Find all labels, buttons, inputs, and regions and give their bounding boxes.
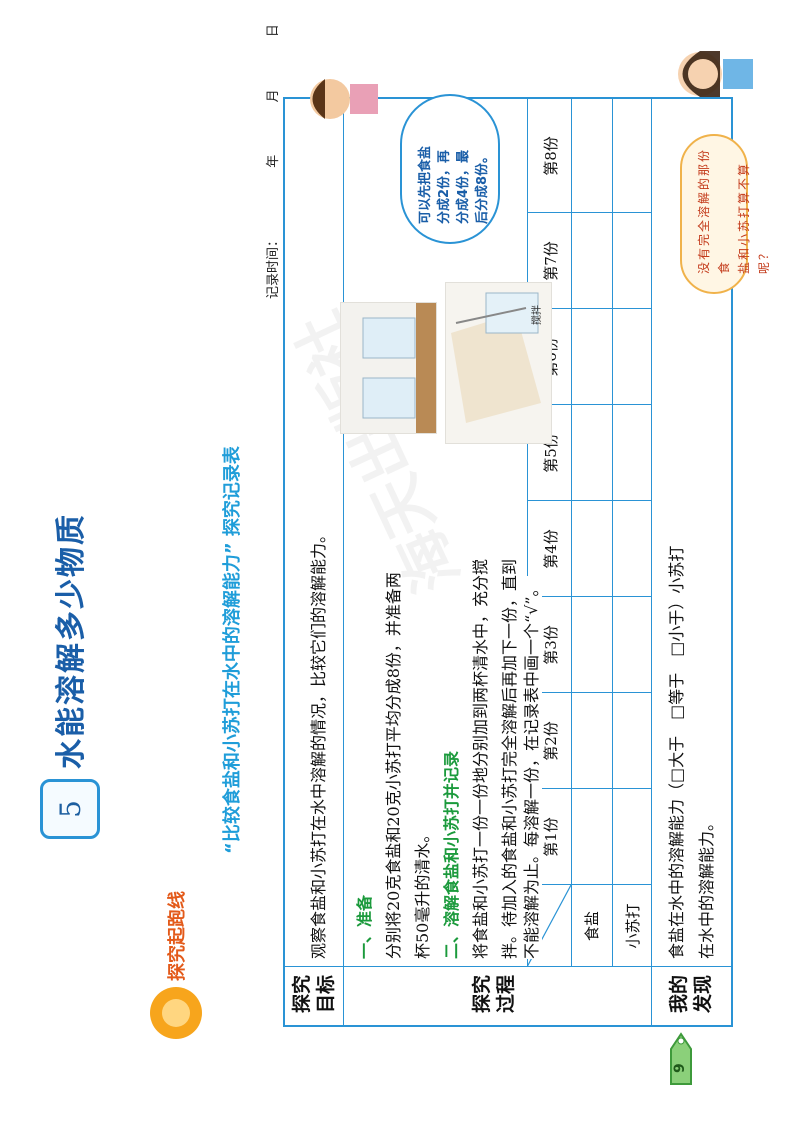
record-time: 记录时间： 年 月 日 xyxy=(262,24,281,299)
goal-label: 探究 目标 xyxy=(291,974,337,1013)
beakers-photo xyxy=(340,302,437,434)
step1-line2: 杯50毫升的清水。 xyxy=(413,826,432,959)
col-header: 第1份 xyxy=(542,817,560,857)
finding-label: 我的 发现 xyxy=(668,974,714,1013)
finding-line1: 食盐在水中的溶解能力（□大于 □等于 □小于）小苏打 xyxy=(667,545,686,959)
col-header: 第4份 xyxy=(542,529,560,569)
step1-line1: 分别将20克食盐和20克小苏打平均分成8份，并准备两 xyxy=(384,572,403,959)
row-header-salt: 食盐 xyxy=(583,911,601,942)
step2-line2: 拌。待加入的食盐和小苏打完全溶解后再加下一份，直到 xyxy=(500,558,519,959)
stirring-photo: 搅拌 xyxy=(445,282,552,444)
step2-line3: 不能溶解为止。每溶解一份，在记录表中画一个“√”。 xyxy=(518,576,542,959)
record-time-day: 日 xyxy=(266,24,281,38)
boy-tip-bubble: 可以先把食盐 分成2份，再 分成4份，最 后分成8份。 xyxy=(400,94,500,244)
row-header-baking-soda: 小苏打 xyxy=(624,903,642,949)
stir-label: 搅拌 xyxy=(532,305,543,325)
girl-tip-text: 没有完全溶解的那份食 盐和小苏打算不算呢？ xyxy=(697,147,771,274)
lesson-title: 水能溶解多少物质 xyxy=(54,513,89,769)
boy-tip-text: 可以先把食盐 分成2份，再 分成4份，最 后分成8份。 xyxy=(418,145,490,224)
step2-title: 二、溶解食盐和小苏打并记录 xyxy=(442,750,461,959)
step1-title: 一、准备 xyxy=(355,894,374,959)
col-header: 第2份 xyxy=(542,721,560,761)
page-number: 9 xyxy=(672,1063,688,1073)
girl-character-icon xyxy=(665,39,755,109)
goal-text: 观察食盐和小苏打在水中溶解的情况，比较它们的溶解能力。 xyxy=(309,526,328,959)
col-header: 第8份 xyxy=(542,136,560,176)
record-table: 探究 目标 观察食盐和小苏打在水中溶解的情况，比较它们的溶解能力。 探究 过程 … xyxy=(283,97,733,1027)
record-table-subtitle: “比较食盐和小苏打在水中的溶解能力” 探究记录表 xyxy=(222,446,243,854)
process-label: 探究 过程 xyxy=(471,974,517,1013)
record-time-month: 月 xyxy=(266,89,281,103)
record-time-label: 记录时间： xyxy=(266,233,281,299)
girl-tip-bubble: 没有完全溶解的那份食 盐和小苏打算不算呢？ xyxy=(680,134,771,294)
boy-character-icon xyxy=(300,64,380,134)
finding-line2: 在水中的溶解能力。 xyxy=(697,814,716,959)
mascot-icon xyxy=(150,987,202,1039)
col-header: 第3份 xyxy=(542,625,560,665)
page-number-tag: 9 xyxy=(656,1029,706,1089)
step2-line1: 将食盐和小苏打一份一份地分别加到两杯清水中，充分搅 xyxy=(471,558,490,959)
lesson-number-badge: 5 xyxy=(40,779,100,839)
brand-label: 探究起跑线 xyxy=(150,891,202,1039)
brand-text: 探究起跑线 xyxy=(167,891,188,981)
record-time-year: 年 xyxy=(266,154,281,168)
